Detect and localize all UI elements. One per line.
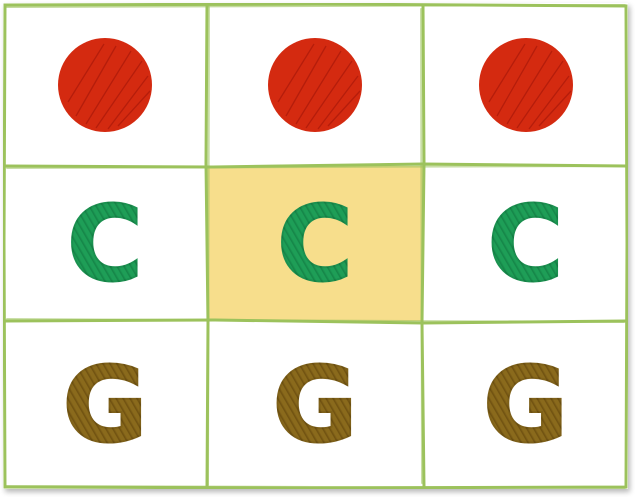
cell-r3-c2[interactable]: G bbox=[207, 321, 423, 489]
red-dot-icon bbox=[478, 37, 573, 132]
red-dot-icon bbox=[268, 37, 362, 132]
letter-g: G bbox=[482, 344, 569, 466]
letter-c: C bbox=[66, 182, 144, 305]
cell-r1-c1[interactable] bbox=[3, 3, 207, 166]
letter-c: C bbox=[486, 182, 564, 305]
letter-g: G bbox=[271, 344, 358, 466]
cell-r2-c3[interactable]: C bbox=[423, 166, 628, 321]
cell-r3-c3[interactable]: G bbox=[423, 321, 628, 489]
game-board: C C C G G G bbox=[3, 3, 628, 489]
red-dot-icon bbox=[58, 37, 152, 132]
cell-r2-c2-highlighted[interactable]: C bbox=[207, 166, 423, 321]
letter-c: C bbox=[276, 182, 354, 305]
letter-g: G bbox=[61, 344, 148, 466]
cell-r3-c1[interactable]: G bbox=[3, 321, 207, 489]
cell-r2-c1[interactable]: C bbox=[3, 166, 207, 321]
cell-r1-c2[interactable] bbox=[207, 3, 423, 166]
cell-r1-c3[interactable] bbox=[423, 3, 628, 166]
